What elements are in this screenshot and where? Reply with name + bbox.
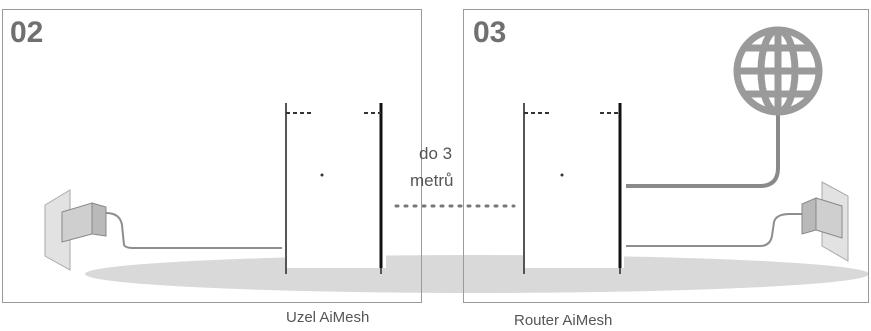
floor-shadow (85, 255, 869, 293)
distance-label-line1: do 3 (419, 144, 453, 163)
router-icon (523, 103, 624, 274)
step-panel-right (463, 9, 869, 303)
step-panel-left (2, 9, 422, 303)
caption-router: Router AiMesh (514, 312, 613, 329)
power-adapter-icon (801, 181, 849, 262)
caption-node: Uzel AiMesh (286, 309, 370, 326)
router-icon (285, 103, 386, 274)
globe-icon (733, 26, 823, 116)
power-adapter-icon (44, 189, 107, 271)
step-number-right: 03 (473, 16, 507, 49)
step-number-left: 02 (10, 16, 44, 49)
distance-label-line2: metrů (410, 171, 454, 190)
